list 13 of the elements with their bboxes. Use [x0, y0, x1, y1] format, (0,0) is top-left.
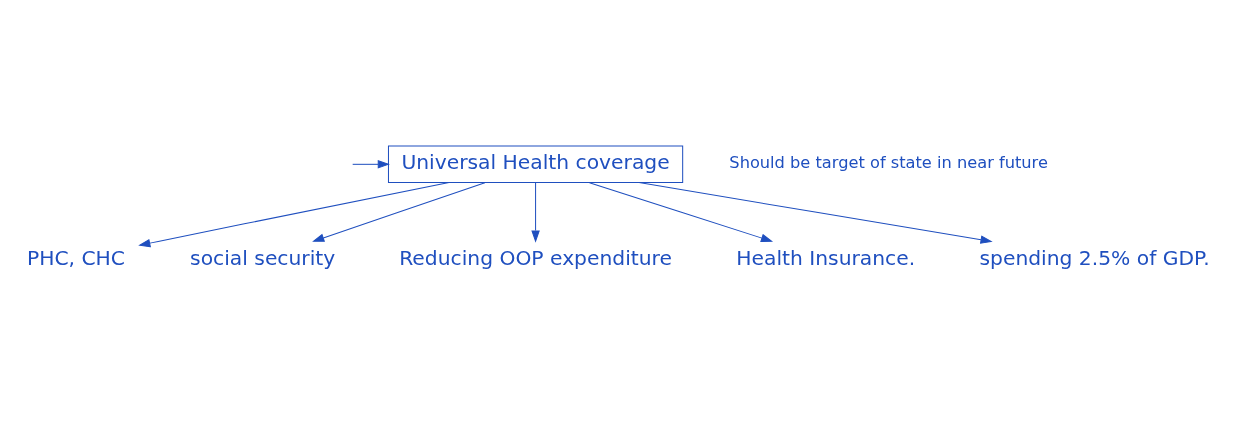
arrow: [352, 159, 390, 169]
arrow: [312, 181, 486, 242]
node-box: Universal Health coverage: [387, 145, 684, 183]
node-text: Reducing OOP expenditure: [399, 245, 672, 270]
node-label: Should be target of state in near future: [729, 152, 1048, 172]
arrow: [531, 181, 540, 243]
node-text: PHC, CHC: [26, 245, 126, 270]
arrow: [588, 181, 774, 242]
arrow: [138, 181, 450, 247]
node-text: spending 2.5% of GDP.: [979, 245, 1210, 270]
node-text: social security: [190, 245, 336, 270]
node-text: Health Insurance.: [736, 245, 916, 270]
arrow: [638, 181, 993, 244]
